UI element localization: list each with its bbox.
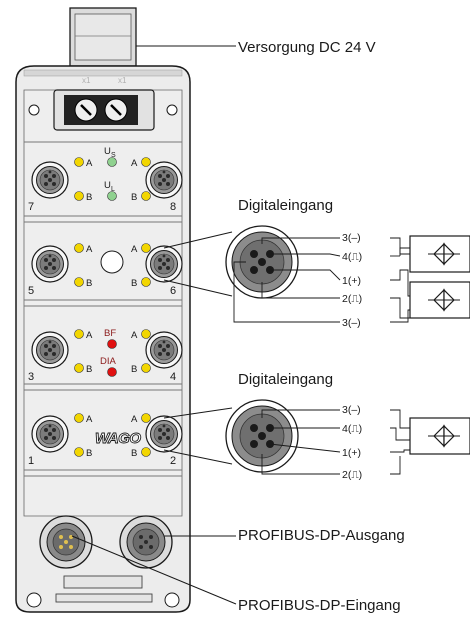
channel-b-8: B bbox=[131, 192, 137, 203]
bottom-clip bbox=[55, 575, 153, 603]
status-leds bbox=[107, 157, 117, 377]
channel-a-6: A bbox=[131, 244, 138, 255]
channel-b-2: B bbox=[131, 448, 137, 459]
channel-a-7: A bbox=[86, 158, 93, 169]
status-label-ul: U bbox=[104, 180, 111, 191]
magnified-connector-lower bbox=[225, 399, 299, 473]
address-switch-block: x1 x1 bbox=[53, 76, 155, 131]
sensor-upper-2 bbox=[409, 281, 470, 319]
pin-label-upper-4: 2(⎍) bbox=[342, 293, 362, 305]
channel-a-3: A bbox=[86, 330, 93, 341]
profibus-in-connector bbox=[39, 515, 93, 569]
supply-connector bbox=[69, 7, 137, 67]
channel-a-1: A bbox=[86, 414, 93, 425]
channel-a-2: A bbox=[131, 414, 138, 425]
channel-b-4: B bbox=[131, 364, 137, 375]
m8-port-5 bbox=[31, 245, 69, 283]
channel-b-7: B bbox=[86, 192, 92, 203]
channel-b-6: B bbox=[131, 278, 137, 289]
port-number-8: 8 bbox=[170, 201, 176, 213]
m8-port-6 bbox=[145, 245, 183, 283]
pin-label-upper-1: 3(–) bbox=[342, 232, 361, 244]
sensor-lower bbox=[409, 417, 470, 455]
label-digital-input-upper: Digitaleingang bbox=[238, 197, 333, 214]
channel-b-5: B bbox=[86, 278, 92, 289]
m8-port-7 bbox=[31, 161, 69, 199]
switch-label-1: x1 bbox=[82, 76, 91, 85]
pin-label-lower-2: 4(⎍) bbox=[342, 423, 362, 435]
port-number-4: 4 bbox=[170, 371, 176, 383]
status-label-us-sub: S bbox=[111, 152, 116, 159]
label-supply: Versorgung DC 24 V bbox=[238, 39, 376, 56]
channel-a-8: A bbox=[131, 158, 138, 169]
m8-port-1 bbox=[31, 415, 69, 453]
port-number-5: 5 bbox=[28, 285, 34, 297]
switch-label-2: x1 bbox=[118, 76, 127, 85]
m8-port-4 bbox=[145, 331, 183, 369]
center-indicator bbox=[100, 250, 124, 274]
port-number-6: 6 bbox=[170, 285, 176, 297]
label-profibus-in: PROFIBUS-DP-Eingang bbox=[238, 597, 401, 614]
leader-lines bbox=[71, 45, 237, 605]
channel-b-1: B bbox=[86, 448, 92, 459]
port-number-2: 2 bbox=[170, 455, 176, 467]
pin-label-upper-5: 3(–) bbox=[342, 317, 361, 329]
m8-port-2 bbox=[145, 415, 183, 453]
pin-label-lower-1: 3(–) bbox=[342, 404, 361, 416]
label-profibus-out: PROFIBUS-DP-Ausgang bbox=[238, 527, 405, 544]
port-number-3: 3 bbox=[28, 371, 34, 383]
channel-leds bbox=[74, 157, 151, 457]
pin-label-lower-3: 1(+) bbox=[342, 447, 361, 459]
pin-label-upper-2: 4(⎍) bbox=[342, 251, 362, 263]
port-number-7: 7 bbox=[28, 201, 34, 213]
status-label-dia: DIA bbox=[100, 356, 117, 367]
status-label-us: U bbox=[104, 146, 111, 157]
label-digital-input-lower: Digitaleingang bbox=[238, 371, 333, 388]
m8-port-3 bbox=[31, 331, 69, 369]
pin-label-upper-3: 1(+) bbox=[342, 275, 361, 287]
m8-port-8 bbox=[145, 161, 183, 199]
pin-label-lower-4: 2(⎍) bbox=[342, 469, 362, 481]
port-number-1: 1 bbox=[28, 455, 34, 467]
sensor-upper-1 bbox=[409, 235, 470, 273]
channel-a-4: A bbox=[131, 330, 138, 341]
channel-b-3: B bbox=[86, 364, 92, 375]
channel-a-5: A bbox=[86, 244, 93, 255]
row-dividers bbox=[24, 141, 182, 477]
status-label-ul-sub: L bbox=[111, 186, 115, 193]
status-label-bf: BF bbox=[104, 328, 116, 339]
profibus-out-connector bbox=[119, 515, 173, 569]
wago-logo: WAGO bbox=[95, 430, 141, 447]
